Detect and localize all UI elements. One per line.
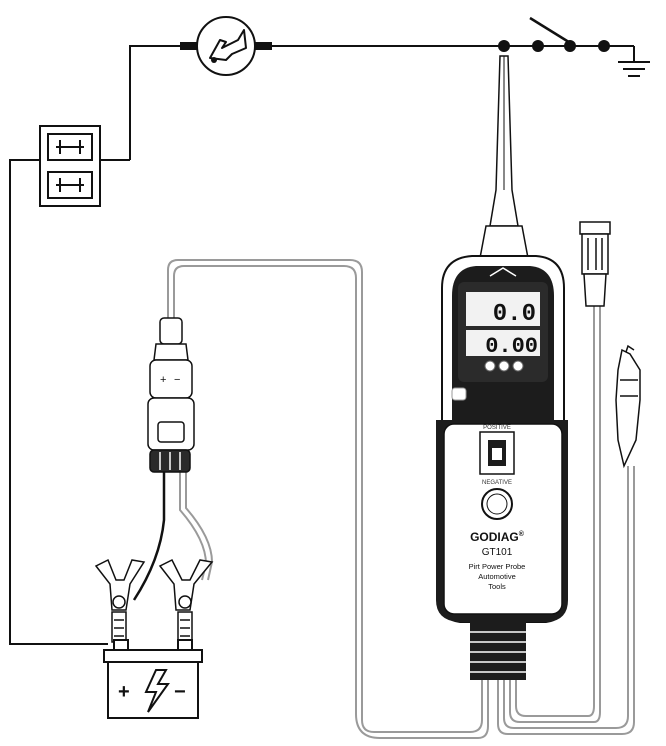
description-line-2: Automotive <box>478 572 516 581</box>
battery-icon <box>103 639 203 719</box>
probe-cables <box>167 259 635 739</box>
description-line-1: Pirt Power Probe <box>469 562 526 571</box>
alligator-clip-black-icon <box>94 558 146 643</box>
plug-plus-sign: + <box>160 374 166 386</box>
display-bottom-reading: 0.00 <box>485 334 538 359</box>
brand-logo: GODIAG® <box>470 530 525 544</box>
plug-minus-sign: − <box>174 374 180 386</box>
cigarette-plug-icon <box>147 317 195 473</box>
switch-negative-label: NEGATIVE <box>482 480 512 486</box>
alligator-clip-red-icon <box>158 558 214 643</box>
alligator-clip-probe-icon <box>615 344 641 469</box>
registered-mark: ® <box>519 530 525 538</box>
horn-icon <box>180 16 272 76</box>
model-name: GT101 <box>482 547 513 558</box>
brand-name: GODIAG <box>470 530 519 544</box>
switch-icon <box>498 16 610 52</box>
ground-icon <box>618 46 650 77</box>
connector-plug-icon <box>579 221 611 307</box>
description-line-3: Tools <box>488 582 506 591</box>
display-top-reading: 0.0 <box>493 301 536 328</box>
fuse-box-icon <box>39 125 101 207</box>
battery-minus-sign: − <box>174 681 186 703</box>
battery-plus-sign: + <box>118 681 130 703</box>
probe-device <box>436 55 568 680</box>
switch-positive-label: POSITIVE <box>483 425 511 431</box>
wire-left-return <box>9 159 108 645</box>
